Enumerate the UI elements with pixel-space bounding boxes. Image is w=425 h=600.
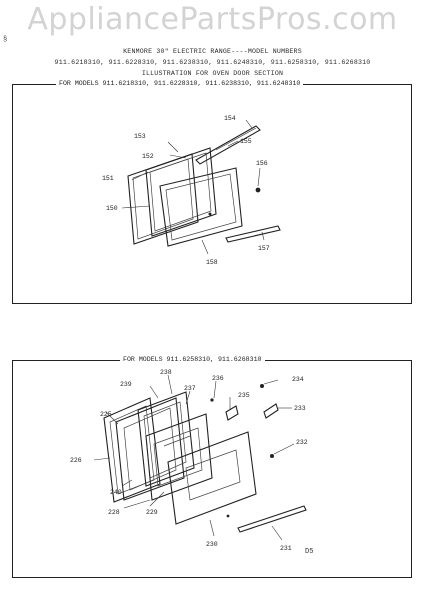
door-rear-frame-226 bbox=[103, 397, 161, 503]
callout-156: 156 bbox=[256, 160, 268, 167]
door-handle-231 bbox=[237, 505, 307, 533]
callout-235: 235 bbox=[238, 392, 250, 399]
callout-152: 152 bbox=[142, 153, 154, 160]
margin-mark: § bbox=[3, 36, 8, 44]
callout-236: 236 bbox=[212, 375, 224, 382]
callout-230: 230 bbox=[206, 541, 218, 548]
door-front-panel-230 bbox=[167, 431, 257, 525]
callout-158: 158 bbox=[206, 259, 218, 266]
screw-156 bbox=[255, 187, 261, 193]
callout-231: 231 bbox=[280, 545, 292, 552]
callout-237: 237 bbox=[184, 385, 196, 392]
callout-225: 225 bbox=[100, 411, 112, 418]
door-hardware bbox=[210, 384, 279, 458]
callout-228: 228 bbox=[108, 509, 120, 516]
header-model-numbers: 911.6218310, 911.6228310, 911.6238310, 9… bbox=[54, 59, 371, 66]
header-illustration-title: ILLUSTRATION FOR OVEN DOOR SECTION bbox=[141, 70, 284, 77]
panel-1-label: FOR MODELS 911.6218310, 911.6228310, 911… bbox=[56, 80, 304, 87]
door-inner-glass bbox=[145, 147, 217, 237]
callout-157: 157 bbox=[258, 245, 270, 252]
panel-2-label: FOR MODELS 911.6258310, 911.6268310 bbox=[120, 356, 265, 363]
callout-150: 150 bbox=[106, 205, 118, 212]
door-panel-158 bbox=[159, 167, 243, 247]
door-handle-157 bbox=[225, 225, 281, 243]
callout-155: 155 bbox=[240, 138, 252, 145]
callout-234: 234 bbox=[292, 376, 304, 383]
header-title: KENMORE 30" ELECTRIC RANGE----MODEL NUMB… bbox=[123, 48, 302, 55]
callout-226: 226 bbox=[70, 457, 82, 464]
callout-240: 240 bbox=[110, 489, 122, 496]
callout-233: 233 bbox=[294, 405, 306, 412]
door-top-trim bbox=[195, 125, 261, 165]
callout-229: 229 bbox=[146, 509, 158, 516]
callout-151: 151 bbox=[102, 175, 114, 182]
page-code: D5 bbox=[305, 548, 314, 556]
watermark: AppliancePartsPros.com bbox=[27, 2, 398, 37]
callout-154: 154 bbox=[224, 115, 236, 122]
callout-153: 153 bbox=[134, 133, 146, 140]
door-liner-225 bbox=[115, 397, 185, 501]
callout-238: 238 bbox=[160, 369, 172, 376]
callout-232: 232 bbox=[296, 439, 308, 446]
callout-239: 239 bbox=[120, 381, 132, 388]
door-glass-237 bbox=[145, 413, 213, 501]
